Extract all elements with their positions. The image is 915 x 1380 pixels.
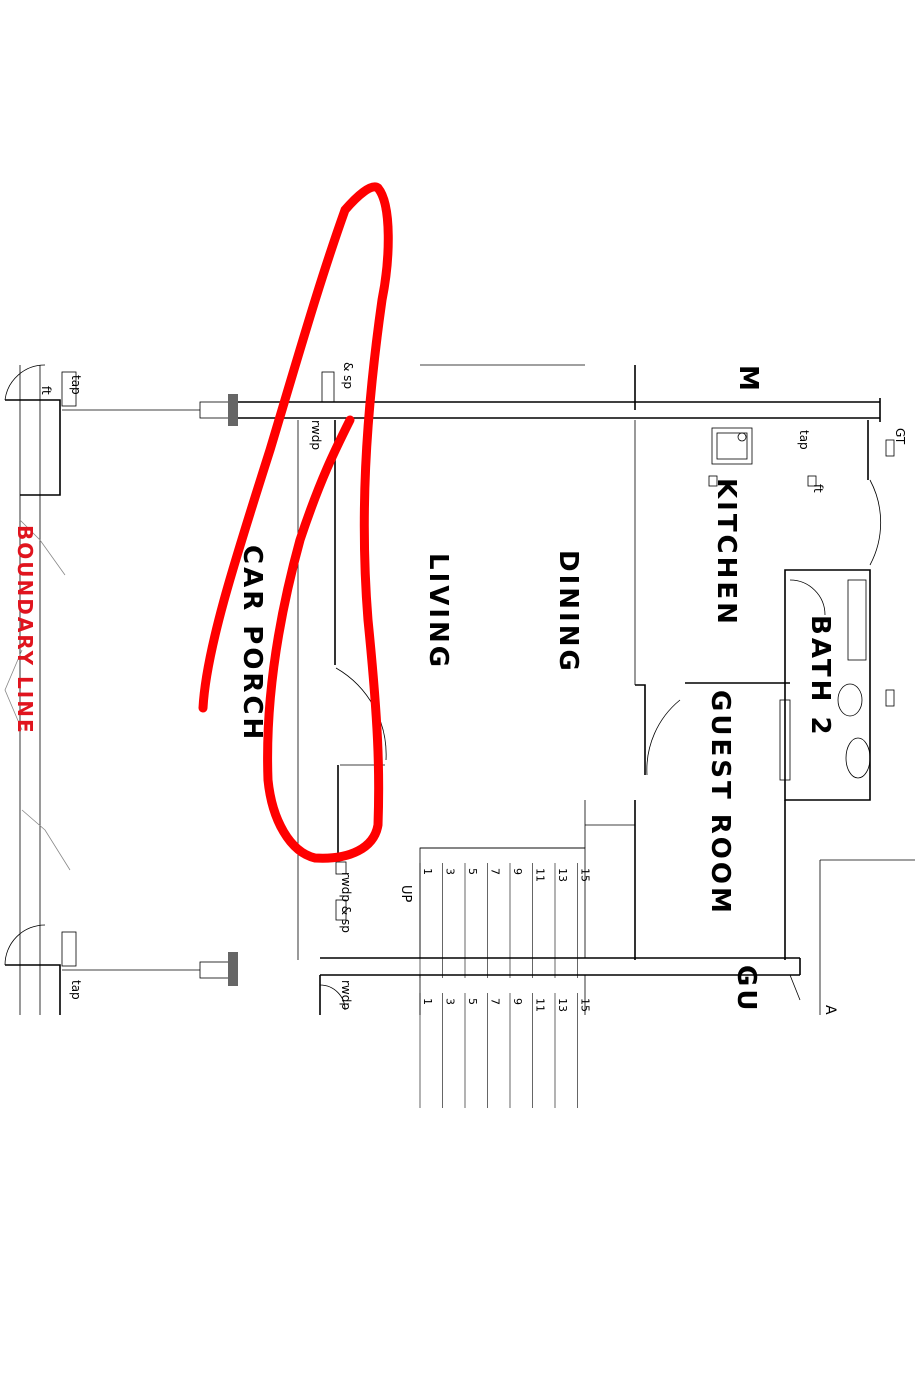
- red-annotation-stroke: [198, 182, 393, 863]
- bath-2-label: BATH 2: [805, 615, 835, 738]
- kitchen-label: KITCHEN: [711, 478, 741, 627]
- stair-number: 15: [579, 868, 592, 882]
- boundary-line-label: BOUNDARY LINE: [13, 525, 37, 735]
- dining-label: DINING: [553, 550, 583, 674]
- stair-number: 11: [534, 868, 547, 882]
- top-partial-label: M: [733, 365, 763, 394]
- stair-number: 11: [534, 998, 547, 1012]
- car-porch-label: CAR PORCH: [237, 545, 267, 742]
- sp-label-top: & sp: [341, 362, 355, 389]
- stair-number: 15: [579, 998, 592, 1012]
- stair-number: 5: [466, 868, 479, 875]
- up-label: UP: [398, 885, 413, 903]
- stair-number: 7: [489, 998, 502, 1005]
- tap-label-kitchen: tap: [797, 430, 811, 450]
- rwdp-label-bottom: rwdp: [339, 980, 353, 1010]
- right-partial-label: A: [822, 1005, 838, 1015]
- ft-label-top: ft: [39, 386, 53, 395]
- bottom-partial-label: GU: [731, 965, 761, 1013]
- tap-label-bottom: tap: [69, 980, 83, 1000]
- stair-number: 7: [489, 868, 502, 875]
- living-label: LIVING: [423, 553, 453, 670]
- drawing-lines: [4, 364, 915, 1015]
- ft-label-kitchen: ft: [811, 484, 825, 493]
- stair-number: 1: [421, 868, 434, 875]
- stair-number: 1: [421, 998, 434, 1005]
- stair-number: 5: [466, 998, 479, 1005]
- stair-number: 3: [444, 868, 457, 875]
- gt-label: GT: [893, 428, 907, 445]
- rwdp-label-top: rwdp: [309, 420, 323, 450]
- tap-label-top: tap: [69, 375, 83, 395]
- stair-number: 9: [511, 868, 524, 875]
- stair-number: 9: [511, 998, 524, 1005]
- stair-number: 3: [444, 998, 457, 1005]
- stair-number: 13: [556, 998, 569, 1012]
- stair-number: 13: [556, 868, 569, 882]
- rwdp-sp-label: rwdp & sp: [339, 872, 353, 933]
- guest-room-label: GUEST ROOM: [705, 690, 735, 916]
